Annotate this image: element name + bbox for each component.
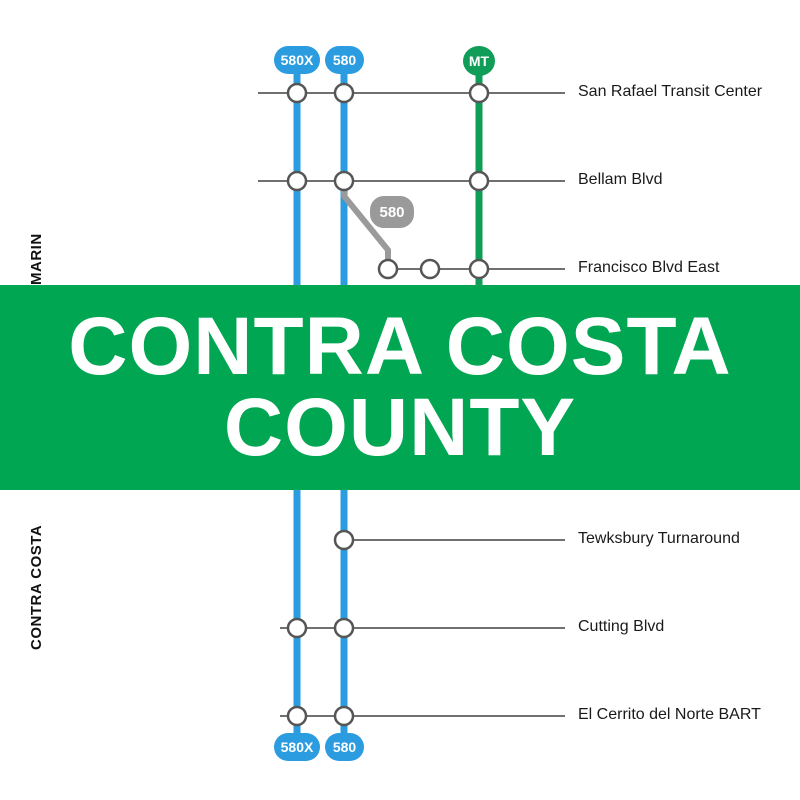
route-bullet-580x-top[interactable]: 580X bbox=[274, 46, 320, 74]
county-label-contra-costa: CONTRA COSTA bbox=[28, 524, 45, 650]
stop-label-bellam-blvd: Bellam Blvd bbox=[578, 171, 663, 188]
contra-costa-county-overlay-banner: CONTRA COSTA COUNTY bbox=[0, 285, 800, 490]
route-bullet-580-top[interactable]: 580 bbox=[325, 46, 364, 74]
stop-dot bbox=[333, 170, 355, 192]
stop-label-el-cerrito-del-norte-bart: El Cerrito del Norte BART bbox=[578, 706, 761, 723]
county-label-marin: MARIN bbox=[28, 233, 45, 285]
highway-shield-580: 580 bbox=[368, 194, 416, 230]
stop-dot bbox=[468, 170, 490, 192]
stop-label-cutting-blvd: Cutting Blvd bbox=[578, 618, 665, 635]
stop-dot bbox=[286, 705, 308, 727]
route-bullet-mt-top[interactable]: MT bbox=[463, 46, 495, 76]
stop-dot bbox=[333, 617, 355, 639]
stop-dot bbox=[333, 82, 355, 104]
stop-dot bbox=[468, 82, 490, 104]
route-bullet-580x-bottom[interactable]: 580X bbox=[274, 733, 320, 761]
stop-dot bbox=[468, 258, 490, 280]
overlay-line-1: CONTRA COSTA bbox=[68, 301, 732, 393]
stop-dot bbox=[419, 258, 441, 280]
stop-dot bbox=[286, 617, 308, 639]
stop-dots-francisco-blvd-east bbox=[377, 258, 490, 280]
stop-dots-tewksbury-turnaround bbox=[333, 529, 355, 551]
stop-dot bbox=[333, 529, 355, 551]
stop-dots-bellam-blvd bbox=[286, 170, 490, 192]
stop-label-francisco-blvd-east: Francisco Blvd East bbox=[578, 259, 720, 276]
route-bullet-580-bottom[interactable]: 580 bbox=[325, 733, 364, 761]
overlay-line-2: COUNTY bbox=[223, 381, 577, 473]
stop-label-tewksbury-turnaround: Tewksbury Turnaround bbox=[578, 530, 740, 547]
stop-dot bbox=[333, 705, 355, 727]
stop-label-san-rafael-transit-center: San Rafael Transit Center bbox=[578, 83, 763, 100]
stop-dot bbox=[377, 258, 399, 280]
stop-dots-el-cerrito-del-norte-bart bbox=[286, 705, 355, 727]
stop-dot bbox=[286, 170, 308, 192]
stop-dots-cutting-blvd bbox=[286, 617, 355, 639]
stop-dots-san-rafael-transit-center bbox=[286, 82, 490, 104]
stop-dot bbox=[286, 82, 308, 104]
